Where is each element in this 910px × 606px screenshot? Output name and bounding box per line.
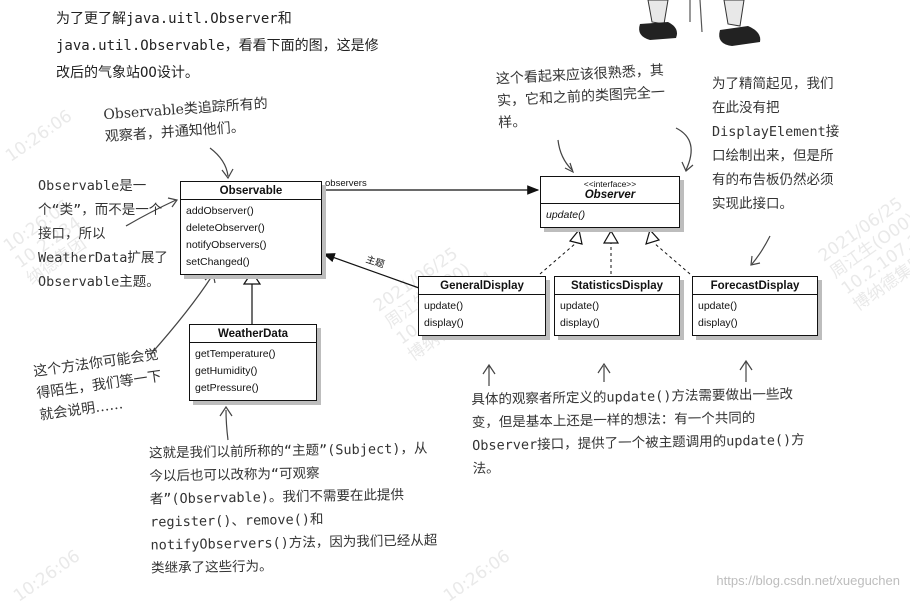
method: deleteObserver() — [186, 222, 265, 234]
general-realization — [539, 242, 577, 275]
pointer-arrow — [225, 409, 229, 441]
method: getTemperature() — [195, 348, 276, 360]
class-name: Observable — [181, 182, 321, 200]
method-list: addObserver() deleteObserver() notifyObs… — [181, 200, 321, 274]
note-subject: 这就是我们以前所称的“主题”(Subject)，从今以后也可以改称为“可观察者”… — [148, 440, 438, 577]
class-name: StatisticsDisplay — [555, 277, 679, 295]
method: display() — [424, 317, 464, 329]
note-simplicity: 为了精简起见，我们在此没有把DisplayElement接口绘制出来，但是所有的… — [712, 76, 840, 212]
stereotype: <<interface>> — [583, 179, 637, 189]
observer-interface: <<interface>> Observer update() — [540, 176, 680, 228]
pointer-arrow — [209, 147, 229, 177]
footer-url: https://blog.csdn.net/xueguchen — [716, 573, 900, 588]
observable-class: Observable addObserver() deleteObserver(… — [180, 181, 322, 275]
intro-text: 为了更了解java.uitl.Observer和java.util.Observ… — [56, 11, 379, 81]
pointer-arrow — [557, 139, 573, 171]
note-observable-is-class: Observable是一个“类”，而不是一个接口，所以WeatherData扩展… — [38, 178, 168, 290]
statistics-display-class: StatisticsDisplay update() display() — [554, 276, 680, 336]
method: getHumidity() — [195, 365, 258, 377]
pointer-arrow — [675, 127, 692, 171]
class-name: WeatherData — [190, 325, 316, 343]
pointer-arrow — [125, 199, 177, 227]
method-list: getTemperature() getHumidity() getPressu… — [190, 343, 316, 400]
class-name: Observer — [541, 189, 679, 204]
method: addObserver() — [186, 205, 254, 217]
method: display() — [698, 317, 738, 329]
class-name: ForecastDisplay — [693, 277, 817, 295]
forecast-display-class: ForecastDisplay update() display() — [692, 276, 818, 336]
method: update() — [546, 209, 586, 221]
method-list: update() — [541, 204, 679, 227]
pointer-arrow — [751, 235, 771, 265]
observers-label: observers — [325, 178, 367, 189]
method: update() — [698, 300, 738, 312]
pointer-arrow — [149, 275, 213, 356]
method-list: update() display() — [693, 295, 817, 335]
subject-association — [322, 253, 420, 289]
general-display-class: GeneralDisplay update() display() — [418, 276, 546, 336]
note-familiar: 这个看起来应该很熟悉，其实，它和之前的类图完全一样。 — [495, 62, 666, 132]
method: display() — [560, 317, 600, 329]
method: update() — [424, 300, 464, 312]
method: update() — [560, 300, 600, 312]
method-list: update() display() — [419, 295, 545, 335]
method: getPressure() — [195, 382, 259, 394]
generalization-triangle — [242, 270, 262, 285]
method: setChanged() — [186, 256, 250, 268]
weatherdata-class: WeatherData getTemperature() getHumidity… — [189, 324, 317, 401]
method-list: update() display() — [555, 295, 679, 335]
note-update: 具体的观察者所定义的update()方法需要做出一些改变，但是基本上还是一样的想… — [471, 386, 805, 477]
forecast-realization — [653, 242, 691, 275]
class-name: GeneralDisplay — [419, 277, 545, 295]
method: notifyObservers() — [186, 239, 267, 251]
